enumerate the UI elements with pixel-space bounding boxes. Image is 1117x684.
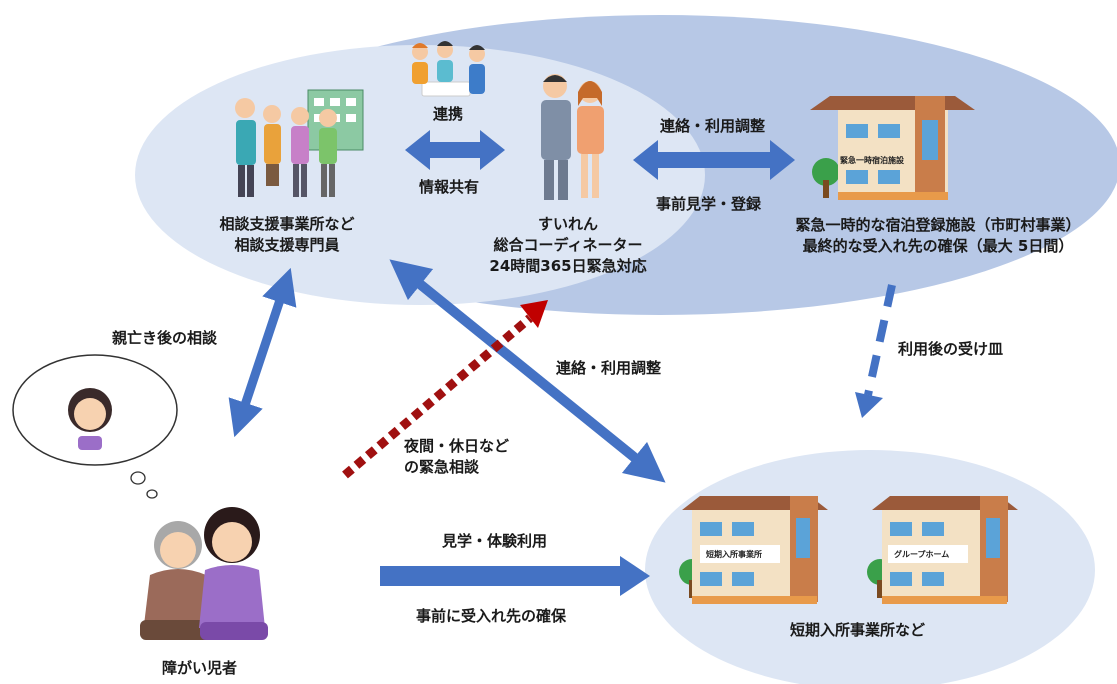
coordinator-hours: 24時間365日緊急対応	[489, 257, 647, 275]
label-trial-use: 見学・体験利用	[442, 532, 548, 550]
coordinator-label: すいれん 総合コーディネーター 24時間365日緊急対応	[488, 214, 648, 277]
emergency-facility-building-icon	[810, 96, 975, 200]
group-home-building-icon	[867, 496, 1018, 604]
arrow-after-use-dashed	[855, 284, 896, 418]
consult-office-line1: 相談支援事業所など	[219, 215, 355, 233]
consult-office-line2: 相談支援専門員	[234, 236, 340, 254]
label-connect: 連携	[433, 105, 464, 123]
meeting-people-icon	[412, 41, 485, 97]
label-person-with-disability: 障がい児者	[162, 659, 238, 677]
coordinator-title: 総合コーディネーター	[493, 236, 643, 254]
group-home-sign: グループホーム	[894, 549, 949, 559]
parent-and-child-icon	[140, 507, 268, 640]
emergency-facility-line1: 緊急一時的な宿泊登録施設（市町村事業）	[795, 216, 1081, 234]
arrow-link-share	[405, 130, 505, 170]
emergency-facility-sign: 緊急一時宿泊施設	[840, 155, 905, 165]
consult-office-label: 相談支援事業所など 相談支援専門員	[212, 214, 362, 256]
label-urgent-consult: の緊急相談	[404, 458, 480, 476]
label-after-use: 利用後の受け皿	[898, 340, 1004, 358]
arrow-emergency-dotted	[342, 300, 548, 479]
label-parent-death: 親亡き後の相談	[112, 329, 218, 347]
emergency-facility-label: 緊急一時的な宿泊登録施設（市町村事業） 最終的な受入れ先の確保（最大 5日間）	[768, 215, 1108, 257]
arrow-parent-consult	[228, 267, 297, 438]
label-liaison-diagonal: 連絡・利用調整	[556, 359, 662, 377]
coordinator-name: すいれん	[537, 215, 598, 233]
arrow-trial	[380, 556, 650, 596]
emergency-facility-line2: 最終的な受入れ先の確保（最大 5日間）	[802, 237, 1074, 255]
label-info-share: 情報共有	[419, 178, 480, 196]
short-stay-sign: 短期入所事業所	[706, 549, 762, 559]
worried-parent-face-icon	[68, 388, 112, 450]
coordinator-staff-icon	[541, 74, 604, 200]
label-prior-visit: 事前見学・登録	[656, 195, 762, 213]
short-stay-building-icon	[679, 496, 828, 604]
label-short-stay-facilities: 短期入所事業所など	[790, 621, 926, 639]
label-secure-placement: 事前に受入れ先の確保	[416, 607, 567, 625]
thought-bubble-dot-2	[146, 489, 158, 499]
support-staff-group-icon	[235, 89, 364, 197]
arrow-liaison-diagonal	[389, 259, 666, 483]
label-liaison-top: 連絡・利用調整	[660, 117, 766, 135]
arrow-coordinator-facility	[633, 140, 795, 180]
label-night-holiday: 夜間・休日など	[404, 437, 510, 455]
label-emergency-consult: 夜間・休日など の緊急相談	[404, 436, 509, 478]
thought-bubble-dot-1	[130, 471, 146, 485]
